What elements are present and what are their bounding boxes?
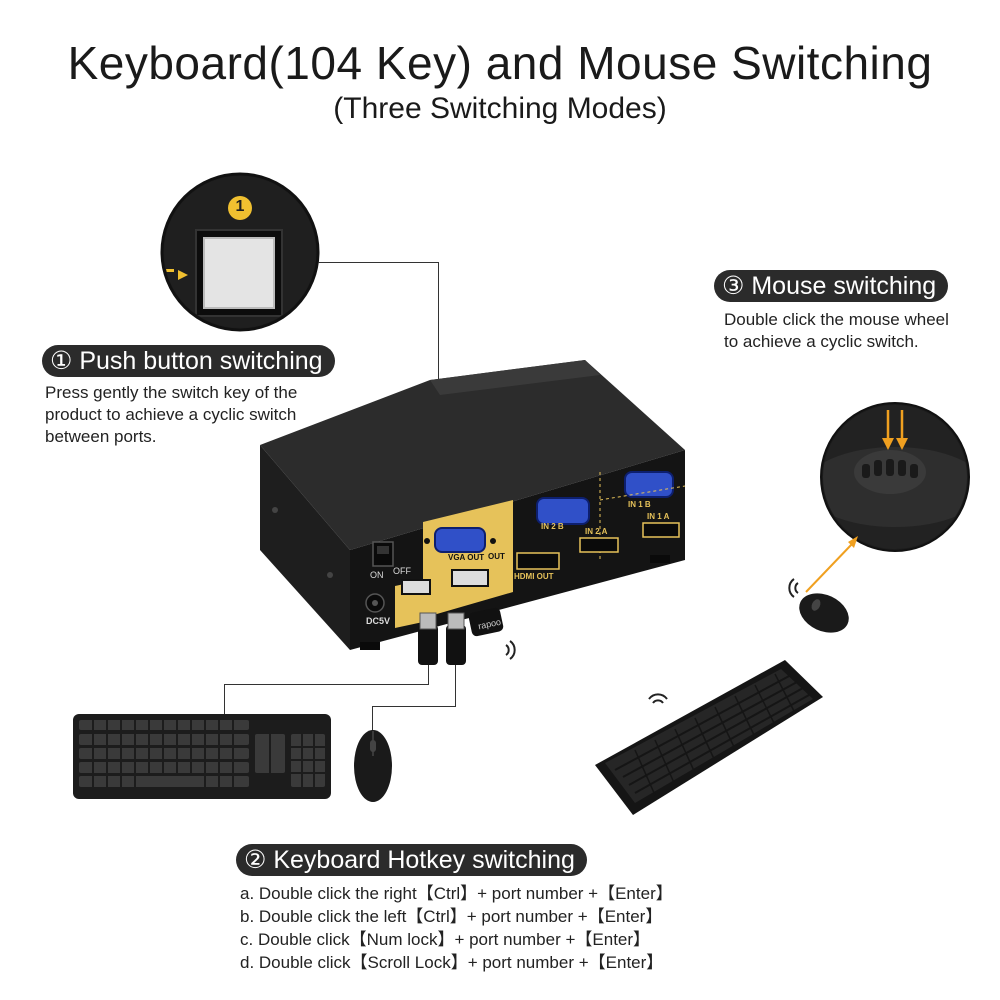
label-hdmi-out: HDMI OUT bbox=[514, 572, 554, 581]
hotkey-step: b. Double click the left【Ctrl】+ port num… bbox=[240, 907, 663, 926]
cable-keyboard-v bbox=[428, 665, 429, 685]
usb-plugs bbox=[418, 607, 516, 665]
label-vga-out: VGA OUT bbox=[448, 553, 485, 562]
wheel-arrow-icon bbox=[805, 536, 858, 593]
mouse-desc-line: Double click the mouse wheel bbox=[724, 310, 949, 329]
page-title: Keyboard(104 Key) and Mouse Switching bbox=[67, 37, 933, 89]
cable-mouse-v bbox=[455, 665, 456, 707]
wireless-mouse-signal-icon bbox=[792, 580, 793, 581]
cable-keyboard-down bbox=[224, 684, 225, 716]
cable-keyboard-h bbox=[224, 684, 429, 685]
mouse-switching-heading: ③ Mouse switching bbox=[714, 270, 949, 302]
label-out: OUT bbox=[488, 552, 505, 561]
push-desc-line: between ports. bbox=[45, 427, 157, 446]
wired-mouse bbox=[354, 730, 392, 802]
hotkey-switching-heading: ② Keyboard Hotkey switching bbox=[236, 844, 587, 876]
hotkey-steps: a. Double click the right【Ctrl】+ port nu… bbox=[240, 882, 673, 974]
mouse-wheel-zoom bbox=[820, 402, 970, 552]
label-in2b: IN 2 B bbox=[541, 522, 564, 531]
push-button-number: 1 bbox=[235, 198, 245, 215]
push-desc-line: Press gently the switch key of the bbox=[45, 383, 298, 402]
label-power-on: ON bbox=[370, 570, 384, 580]
cable-mouse-h bbox=[372, 706, 456, 707]
kvm-switch-device bbox=[260, 360, 686, 650]
push-button-connector-v bbox=[438, 262, 439, 400]
push-desc-line: product to achieve a cyclic switch bbox=[45, 405, 297, 424]
push-button-heading: ① Push button switching bbox=[42, 345, 335, 377]
hotkey-step: d. Double click【Scroll Lock】+ port numbe… bbox=[240, 953, 664, 972]
mouse-switching-description: Double click the mouse wheel to achieve … bbox=[724, 309, 949, 353]
hotkey-step: a. Double click the right【Ctrl】+ port nu… bbox=[240, 884, 673, 903]
label-dc-in: DC5V bbox=[366, 616, 391, 626]
push-button-zoom bbox=[160, 172, 320, 332]
wired-keyboard bbox=[73, 714, 331, 799]
wireless-keyboard bbox=[595, 660, 823, 815]
mouse-desc-line: to achieve a cyclic switch. bbox=[724, 332, 919, 351]
label-in1b: IN 1 B bbox=[628, 500, 651, 509]
push-button-description: Press gently the switch key of the produ… bbox=[45, 382, 297, 448]
page-subtitle: (Three Switching Modes) bbox=[333, 92, 667, 125]
label-power-off: OFF bbox=[393, 566, 411, 576]
push-button-connector-h bbox=[318, 262, 439, 263]
hotkey-step: c. Double click【Num lock】+ port number +… bbox=[240, 930, 651, 949]
label-in2a: IN 2 A bbox=[585, 527, 608, 536]
cable-mouse-down bbox=[372, 706, 373, 732]
label-in1a: IN 1 A bbox=[647, 512, 670, 521]
wireless-mouse bbox=[788, 578, 849, 633]
